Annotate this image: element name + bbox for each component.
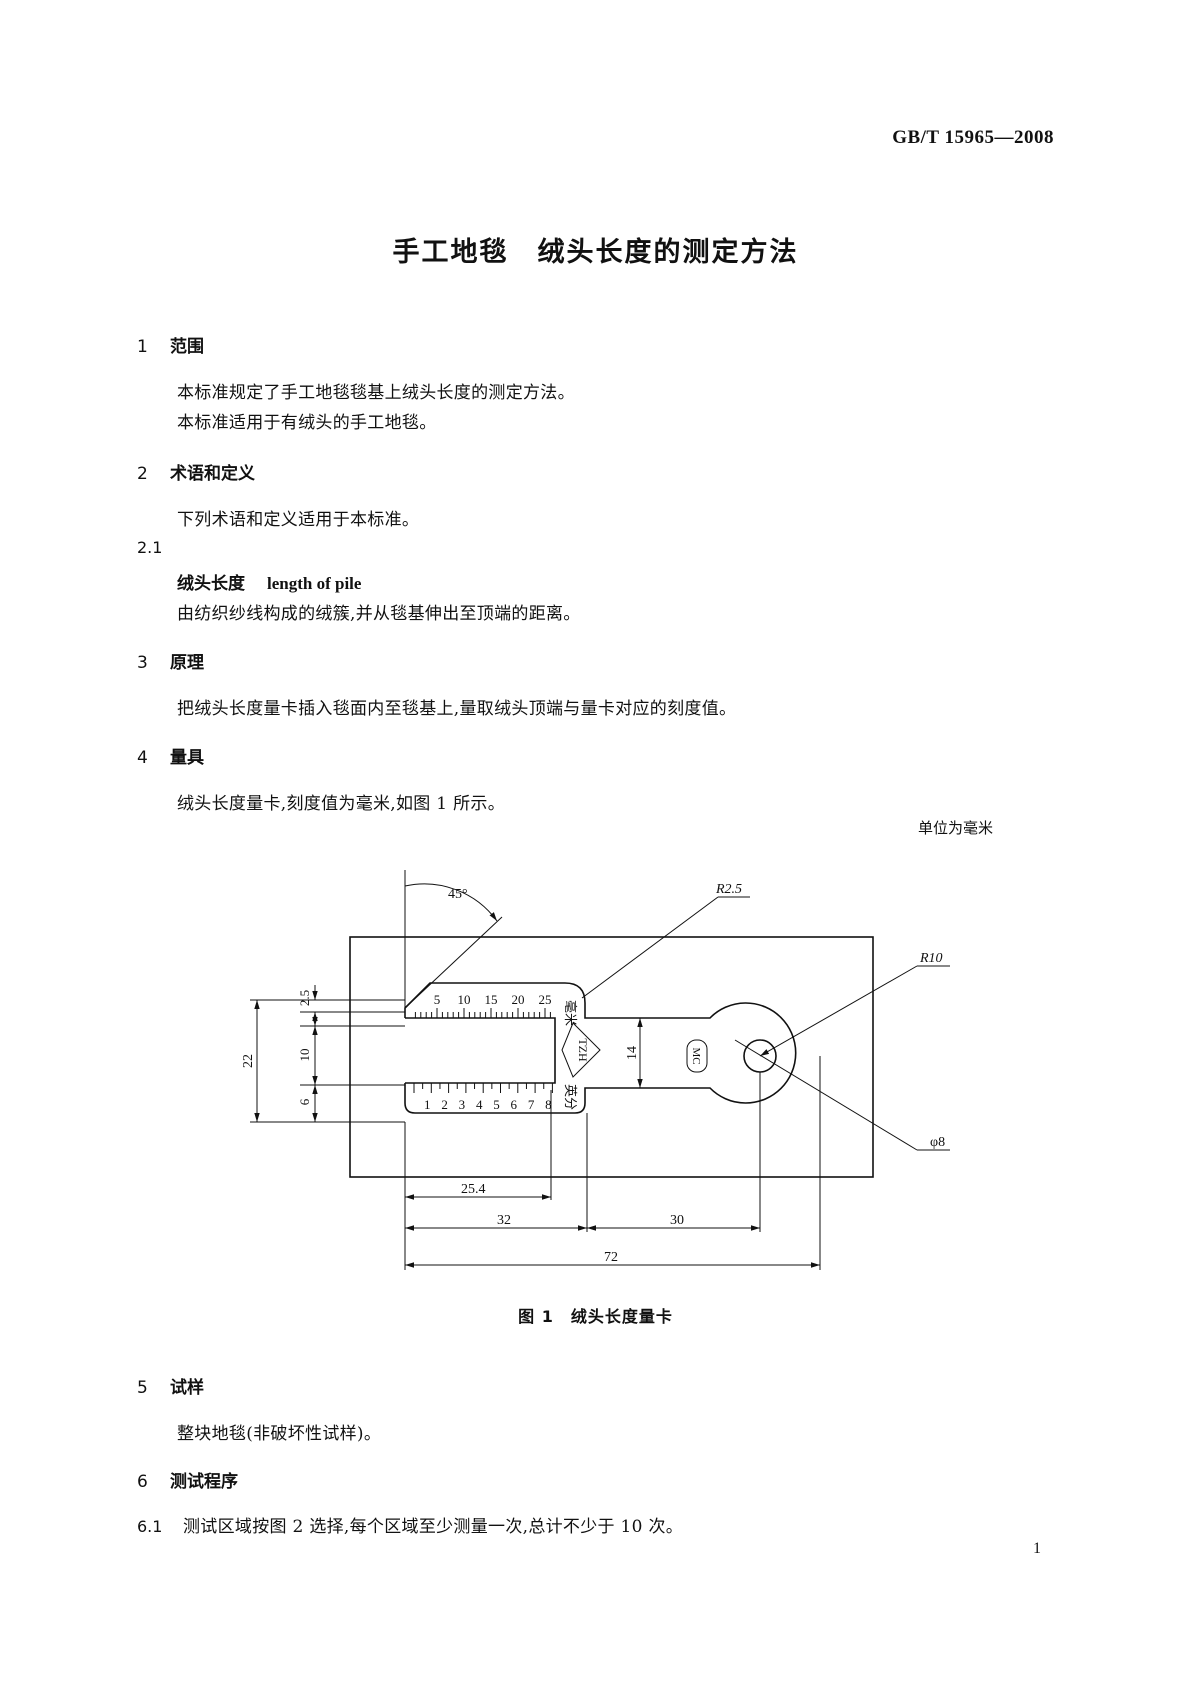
figure-caption: 图 1 绒头长度量卡	[518, 1307, 673, 1326]
section-number: 2	[137, 464, 148, 484]
section-1-heading: 1 范围	[137, 332, 204, 357]
unit-note: 单位为毫米	[917, 819, 993, 837]
inch-scale-ticks	[413, 1083, 553, 1093]
angle-label: 45°	[448, 887, 468, 902]
section-title: 测试程序	[170, 1472, 238, 1492]
diameter-label: φ8	[930, 1135, 945, 1150]
inch-label: 英分	[562, 1084, 577, 1110]
dim-25-4-label: 25.4	[461, 1182, 486, 1197]
document-title: 手工地毯 绒头长度的测定方法	[392, 237, 799, 268]
term-entry: 绒头长度 length of pile	[177, 569, 361, 594]
inch-scale-number: 4	[476, 1097, 483, 1112]
section-title: 范围	[170, 337, 204, 357]
section-title: 试样	[170, 1378, 204, 1398]
section-5-heading: 5 试样	[137, 1373, 204, 1398]
gauge-slot	[405, 1017, 556, 1084]
mm-scale-ticks	[414, 1008, 551, 1018]
dim-32-label: 32	[497, 1213, 511, 1228]
section-number: 6	[137, 1472, 148, 1492]
section-6-heading: 6 测试程序	[137, 1467, 238, 1492]
section-3-heading: 3 原理	[137, 648, 204, 673]
gauge-card-outline	[404, 982, 797, 1114]
inch-scale-number: 2	[441, 1097, 448, 1112]
paragraph: 整块地毯(非破坏性试样)。	[177, 1424, 382, 1444]
subsection-6-1: 6.1 测试区域按图 2 选择,每个区域至少测量一次,总计不少于 10 次。	[137, 1512, 683, 1537]
inch-scale-number: 5	[493, 1097, 500, 1112]
term-en: length of pile	[267, 574, 362, 593]
mm-scale-number: 10	[458, 992, 471, 1007]
inch-scale-number: 3	[459, 1097, 466, 1112]
radius-small-label: R2.5	[715, 882, 742, 897]
paragraph: 把绒头长度量卡插入毯面内至毯基上,量取绒头顶端与量卡对应的刻度值。	[177, 699, 737, 719]
dim-14-label: 14	[625, 1046, 640, 1060]
dim-30-label: 30	[670, 1213, 684, 1228]
term-definition: 由纺织纱线构成的绒簇,并从毯基伸出至顶端的距离。	[177, 604, 581, 624]
dim-6-label: 6	[297, 1098, 312, 1105]
section-2-heading: 2 术语和定义	[137, 459, 255, 484]
paragraph: 本标准适用于有绒头的手工地毯。	[177, 413, 437, 433]
radius-large-label: R10	[919, 951, 943, 966]
page-number: 1	[1033, 1540, 1041, 1557]
inch-scale-number: 1	[424, 1097, 431, 1112]
mc-mark: MC	[690, 1047, 702, 1064]
dim-72-label: 72	[604, 1250, 618, 1265]
section-title: 原理	[170, 653, 204, 673]
mm-label: 毫米	[562, 1000, 578, 1026]
section-number: 5	[137, 1378, 148, 1398]
section-title: 术语和定义	[170, 464, 255, 484]
mm-scale-number: 15	[485, 992, 498, 1007]
section-number: 4	[137, 748, 148, 768]
subsection-number: 6.1	[137, 1517, 163, 1536]
dim-22-label: 22	[241, 1054, 256, 1068]
paragraph: 本标准规定了手工地毯毯基上绒头长度的测定方法。	[177, 383, 575, 403]
subsection-text: 测试区域按图 2 选择,每个区域至少测量一次,总计不少于 10 次。	[183, 1517, 684, 1537]
mm-scale-number: 25	[539, 992, 552, 1007]
section-number: 3	[137, 653, 148, 673]
dim-10-label: 10	[297, 1049, 312, 1062]
section-4-heading: 4 量具	[137, 743, 204, 768]
outer-plate	[349, 936, 874, 1178]
inch-scale-number: 7	[528, 1097, 535, 1112]
dim-2-5-label: 2.5	[297, 990, 312, 1006]
term-zh: 绒头长度	[177, 574, 245, 594]
tzh-mark: TZH	[576, 1038, 590, 1062]
paragraph: 下列术语和定义适用于本标准。	[177, 510, 420, 530]
section-title: 量具	[170, 748, 204, 768]
standard-code: GB/T 15965—2008	[892, 127, 1054, 148]
subsection-number: 2.1	[137, 538, 163, 557]
inch-scale-number: 6	[511, 1097, 518, 1112]
paragraph: 绒头长度量卡,刻度值为毫米,如图 1 所示。	[177, 794, 506, 814]
inch-scale-number: 8	[545, 1097, 552, 1112]
mm-scale-number: 20	[512, 992, 525, 1007]
mm-scale-number: 5	[434, 992, 441, 1007]
section-number: 1	[137, 337, 148, 357]
